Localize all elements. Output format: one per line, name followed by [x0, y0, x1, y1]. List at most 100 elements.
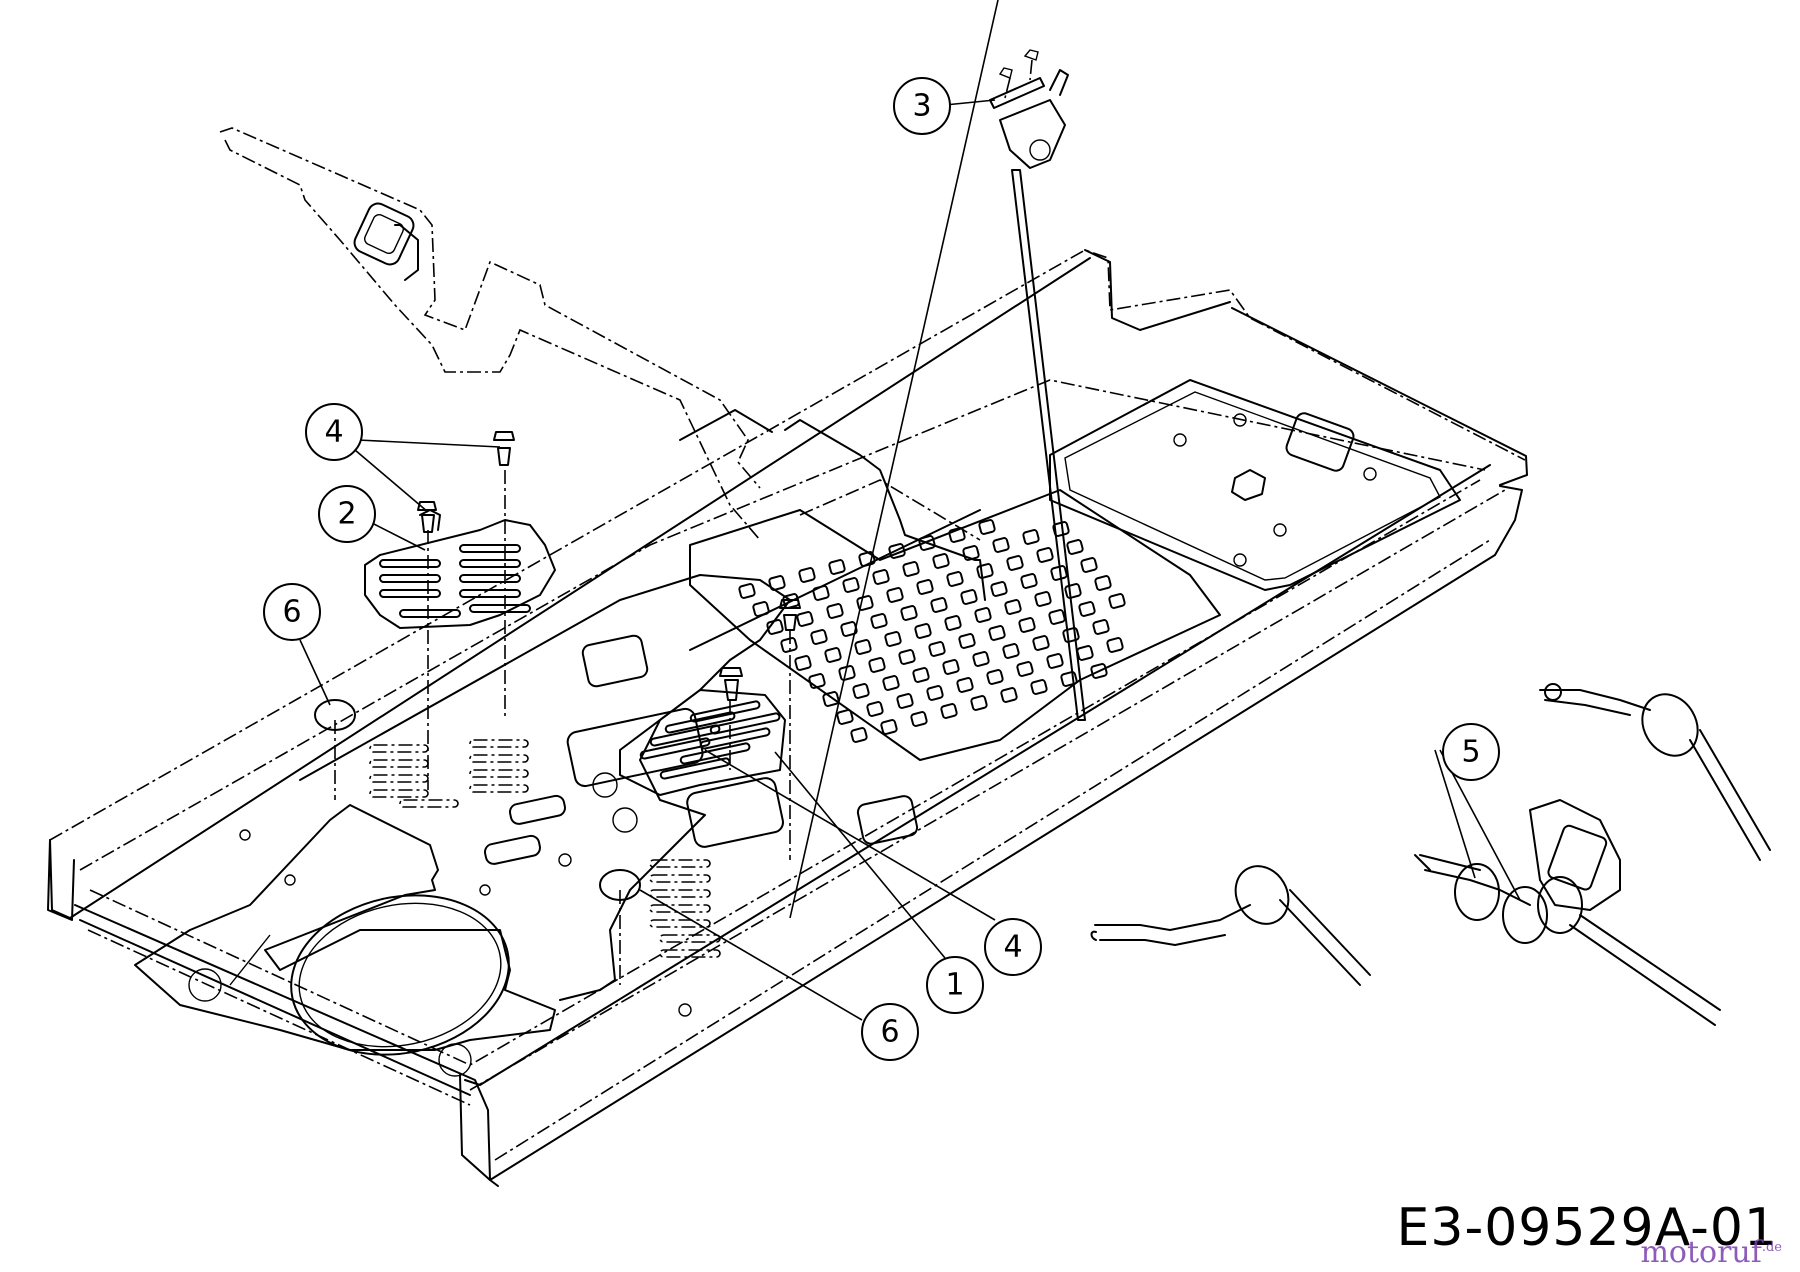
square-hole — [1016, 661, 1034, 677]
part-2-vent-cover — [364, 501, 556, 629]
vent-slot — [399, 609, 461, 618]
vent-slot — [469, 604, 531, 613]
part-4-bolts — [493, 431, 801, 631]
vent-slot — [689, 700, 761, 723]
square-hole — [1080, 557, 1098, 573]
square-hole — [978, 519, 996, 535]
vent-slot — [459, 544, 521, 553]
square-hole — [914, 623, 932, 639]
square-hole — [826, 603, 844, 619]
part-6-plugs — [314, 699, 641, 901]
square-hole — [808, 673, 826, 689]
vent-slot — [699, 727, 771, 750]
callout-4a: 4 — [305, 403, 363, 461]
square-hole — [928, 641, 946, 657]
svg-text:4: 4 — [1003, 930, 1022, 965]
square-hole — [926, 685, 944, 701]
watermark-logo: motoruf.de — [1640, 1235, 1782, 1270]
square-hole — [752, 601, 770, 617]
square-hole — [810, 629, 828, 645]
svg-text:6: 6 — [880, 1015, 899, 1050]
floor-slot — [369, 744, 429, 753]
vent-slot — [459, 589, 521, 598]
square-hole — [822, 691, 840, 707]
square-hole — [886, 587, 904, 603]
square-hole — [1018, 617, 1036, 633]
square-hole — [768, 575, 786, 591]
square-hole — [842, 577, 860, 593]
callout-6a: 6 — [263, 583, 321, 641]
guide-lines — [334, 470, 791, 985]
square-hole — [766, 619, 784, 635]
square-hole — [960, 589, 978, 605]
square-hole — [1062, 627, 1080, 643]
svg-text:3: 3 — [912, 89, 931, 124]
square-hole — [1106, 637, 1124, 653]
square-hole — [1002, 643, 1020, 659]
square-hole — [946, 571, 964, 587]
square-hole — [850, 727, 868, 743]
square-hole — [1020, 573, 1038, 589]
square-hole — [962, 545, 980, 561]
svg-text:6: 6 — [282, 595, 301, 630]
drawing-code: E3-09529A-01 — [1396, 1198, 1778, 1258]
square-hole — [896, 693, 914, 709]
square-hole — [972, 651, 990, 667]
part-1-lower-cover — [619, 667, 786, 796]
square-hole — [882, 675, 900, 691]
square-hole — [858, 551, 876, 567]
square-hole — [916, 579, 934, 595]
square-hole — [812, 585, 830, 601]
square-hole — [1066, 539, 1084, 555]
square-hole — [798, 567, 816, 583]
part-5-cables — [1090, 683, 1771, 1026]
svg-text:5: 5 — [1461, 735, 1480, 770]
square-hole — [836, 709, 854, 725]
callout-6b: 6 — [861, 1003, 919, 1061]
vent-slot — [664, 711, 736, 734]
floor-slot — [649, 874, 711, 883]
part-3-rod-latch — [989, 49, 1086, 721]
square-hole — [872, 569, 890, 585]
square-hole — [852, 683, 870, 699]
foot-plate-grid — [689, 489, 1221, 761]
square-hole — [930, 597, 948, 613]
square-hole — [902, 561, 920, 577]
floor-slot — [649, 919, 711, 928]
square-hole — [932, 553, 950, 569]
square-hole — [794, 655, 812, 671]
square-hole — [992, 537, 1010, 553]
floor-slot — [649, 859, 711, 868]
callout-2: 2 — [318, 485, 376, 543]
floor-slot — [369, 774, 429, 783]
left-floor-plate — [134, 804, 556, 1077]
square-hole — [956, 677, 974, 693]
floor-slot — [469, 769, 529, 778]
square-hole — [988, 625, 1006, 641]
square-hole — [900, 605, 918, 621]
floor-slot — [659, 949, 721, 958]
square-hole — [970, 695, 988, 711]
square-hole — [856, 595, 874, 611]
square-hole — [1006, 555, 1024, 571]
square-hole — [1030, 679, 1048, 695]
floor-slot — [369, 789, 429, 798]
floor-slot — [659, 934, 721, 943]
square-hole — [796, 611, 814, 627]
square-hole — [880, 719, 898, 735]
vent-slot — [379, 589, 441, 598]
square-hole — [1048, 609, 1066, 625]
square-hole — [976, 563, 994, 579]
floor-slot — [649, 904, 711, 913]
square-hole — [868, 657, 886, 673]
square-hole — [1108, 593, 1126, 609]
square-hole — [870, 613, 888, 629]
vent-slot — [459, 574, 521, 583]
square-hole — [986, 669, 1004, 685]
square-hole — [1092, 619, 1110, 635]
svg-text:2: 2 — [337, 497, 356, 532]
center-floor — [299, 574, 919, 1017]
vent-slot — [709, 712, 781, 735]
callout-4b: 4 — [984, 918, 1042, 976]
